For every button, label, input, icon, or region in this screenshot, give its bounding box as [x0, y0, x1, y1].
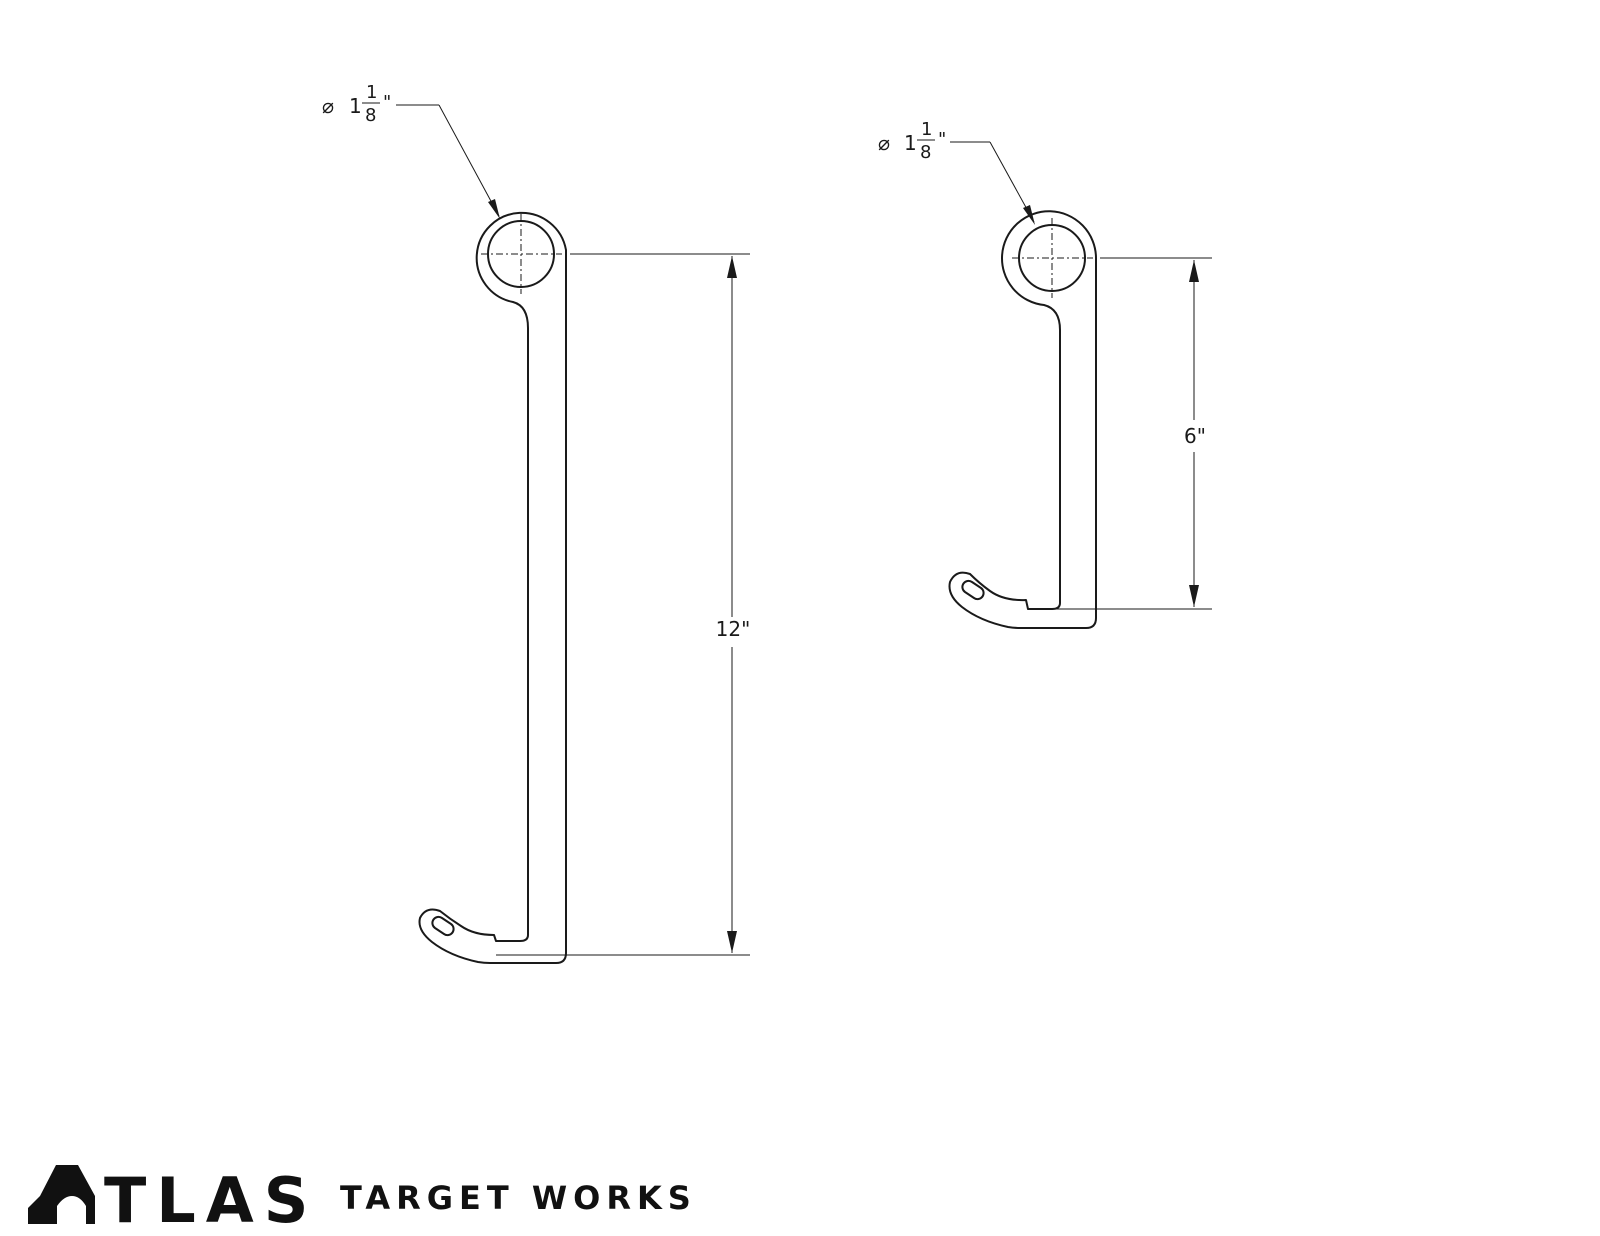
atlas-logo-name: TLAS [104, 1164, 318, 1236]
small-diameter-symbol: ⌀ [878, 131, 890, 155]
small-dimensions: 6" ⌀ 1 1 8 " [878, 119, 1212, 610]
large-hanger-outline [418, 211, 567, 964]
small-hanger [948, 210, 1097, 629]
large-leader-arrow [488, 199, 500, 219]
small-hanger-outline [948, 210, 1097, 629]
small-diameter-unit: " [938, 129, 946, 150]
large-slot [431, 915, 455, 937]
small-arrow-top [1189, 260, 1199, 282]
small-arrow-bottom [1189, 585, 1199, 607]
large-diameter-numerator: 1 [366, 82, 377, 103]
atlas-logo-subtitle: TARGET WORKS [340, 1179, 697, 1217]
large-leader-diagonal [438, 104, 500, 217]
small-diameter-denominator: 8 [920, 142, 931, 163]
small-leader-arrow [1023, 205, 1035, 225]
large-length-label: 12" [716, 617, 751, 641]
large-diameter-unit: " [383, 92, 391, 113]
large-diameter-whole: 1 [349, 94, 362, 118]
small-diameter-whole: 1 [904, 131, 917, 155]
small-diameter-numerator: 1 [921, 119, 932, 140]
atlas-logo: TLAS TARGET WORKS [28, 1164, 697, 1236]
large-diameter-denominator: 8 [365, 105, 376, 126]
atlas-logo-a-mark [28, 1165, 95, 1224]
small-length-label: 6" [1184, 424, 1206, 448]
large-arrow-top [727, 256, 737, 278]
large-hanger [418, 211, 567, 964]
small-slot [961, 579, 985, 601]
large-dimensions: 12" ⌀ 1 1 8 " [322, 82, 751, 956]
large-diameter-symbol: ⌀ [322, 94, 334, 118]
large-arrow-bottom [727, 931, 737, 953]
